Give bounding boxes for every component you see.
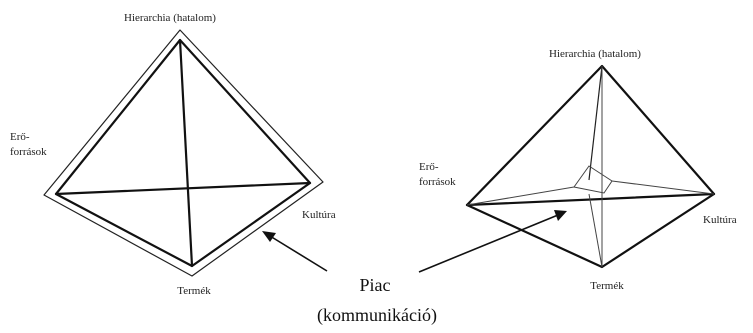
market-label-line2: (kommunikáció) — [317, 305, 437, 326]
right-pyramid-back-edge — [588, 65, 603, 181]
left-product-label: Termék — [177, 285, 211, 297]
right-product-label: Termék — [590, 280, 624, 292]
left-pyramid-outer-frame — [43, 29, 324, 277]
market-label: Piac (kommunikáció) — [317, 275, 437, 326]
right-culture-label: Kultúra — [703, 214, 737, 226]
arrow-to-left-pyramid-head — [262, 231, 276, 242]
right-top-label: Hierarchia (hatalom) — [549, 48, 641, 60]
right-core-link-bottom — [588, 193, 603, 268]
market-arrows — [262, 210, 567, 273]
left-pyramid-vertical-edge — [178, 38, 194, 268]
arrow-to-right-pyramid-head — [554, 210, 567, 221]
arrow-to-left-pyramid — [269, 235, 328, 272]
right-core-link-right — [611, 180, 715, 195]
left-resources-label-line1: Erő- — [10, 131, 30, 143]
right-resources-label-line1: Erő- — [419, 161, 439, 173]
left-top-label: Hierarchia (hatalom) — [124, 12, 216, 24]
left-pyramid-diamond — [54, 38, 312, 268]
right-core-link-left — [466, 186, 575, 206]
right-resources-label-line2: források — [419, 176, 456, 188]
right-pyramid: Hierarchia (hatalom) Erő- források Kultú… — [419, 48, 737, 292]
right-pyramid-base-diagonal — [465, 192, 716, 207]
left-resources-label-line2: források — [10, 146, 47, 158]
left-culture-label: Kultúra — [302, 209, 336, 221]
right-pyramid-inner-core — [573, 165, 613, 194]
market-label-line1: Piac — [360, 275, 391, 295]
arrow-to-right-pyramid — [418, 214, 559, 273]
left-pyramid: Hierarchia (hatalom) Erő- források Kultú… — [10, 12, 336, 297]
left-pyramid-horizontal-edge — [54, 181, 312, 196]
